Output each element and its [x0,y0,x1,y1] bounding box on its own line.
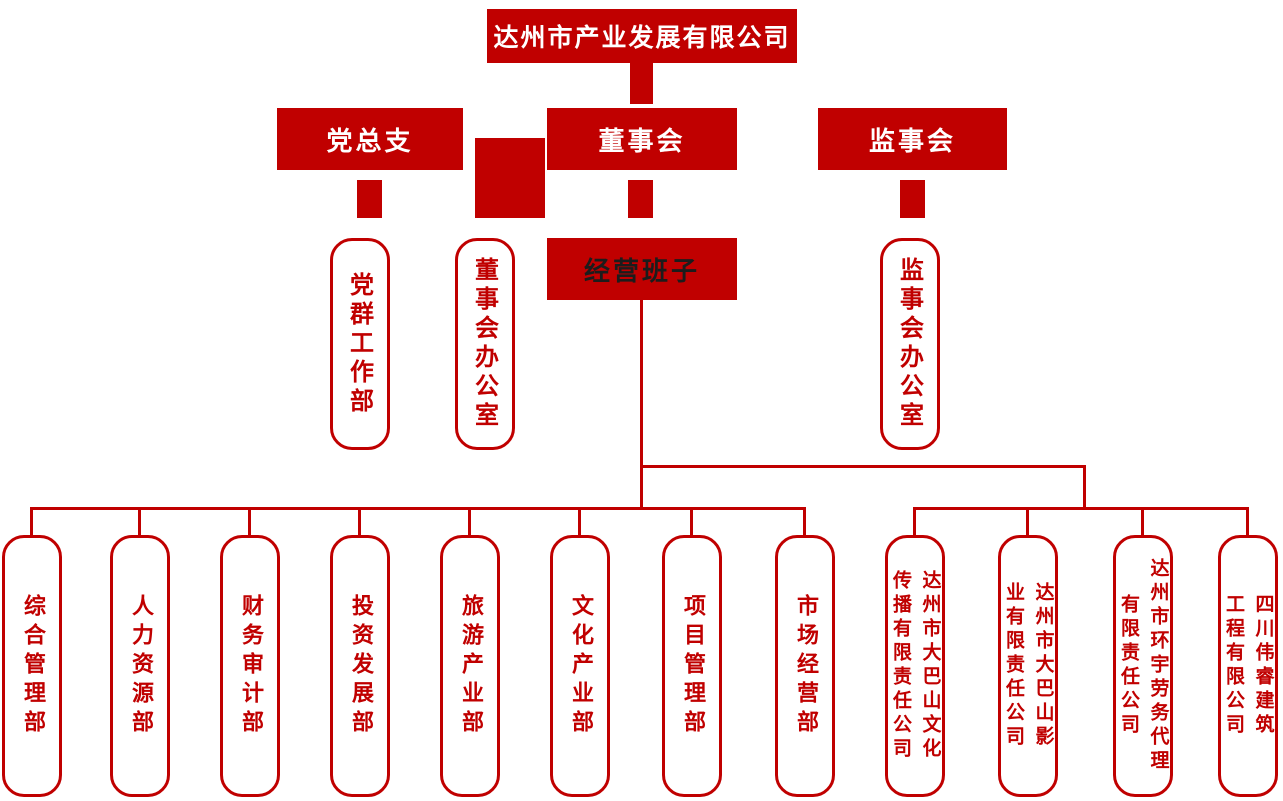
node-board: 董事会 [547,108,737,170]
node-subsidiary-bashan-culture: 达州市大巴山文化 传播有限责任公司 [885,535,945,797]
node-party-work-dept: 党群工作部 [330,238,390,450]
line-drop-dept-2 [138,507,141,535]
node-subsidiary-line-2: 传播有限责任公司 [890,570,912,762]
node-subsidiary-label: 达州市大巴山文化 传播有限责任公司 [886,570,945,762]
node-dept-label: 投资发展部 [348,593,373,739]
node-dept-label: 人力资源部 [128,593,153,739]
node-party-branch-label: 党总支 [326,126,414,157]
node-management-team: 经营班子 [547,238,737,300]
line-center-vertical [640,300,643,510]
node-subsidiary-label: 达州市大巴山影 业有限责任公司 [999,582,1058,750]
line-drop-dept-7 [690,507,693,535]
node-dept-market-operations: 市场经营部 [775,535,835,797]
line-drop-dept-3 [248,507,251,535]
line-drop-dept-1 [30,507,33,535]
node-subsidiary-line-1: 达州市大巴山影 [1032,582,1055,750]
node-dept-label: 项目管理部 [680,593,705,739]
node-subsidiary-bashan-film: 达州市大巴山影 业有限责任公司 [998,535,1058,797]
node-subsidiary-line-2: 有限责任公司 [1118,594,1140,738]
node-subsidiary-line-2: 业有限责任公司 [1003,582,1025,750]
node-dept-tourism-industry: 旅游产业部 [440,535,500,797]
line-drop-dept-8 [803,507,806,535]
node-subsidiary-label: 达州市环宇劳务代理 有限责任公司 [1114,558,1173,774]
line-right-branch-vertical [1083,465,1086,510]
node-dept-label: 综合管理部 [20,593,45,739]
connector-board-stub [628,180,653,218]
connector-board-office-block [475,138,545,218]
line-drop-sub-4 [1246,507,1249,535]
node-subsidiary-line-1: 四川伟睿建筑 [1252,594,1275,738]
line-departments-horizontal [30,507,806,510]
line-drop-dept-4 [358,507,361,535]
line-drop-sub-3 [1141,507,1144,535]
node-supervisory-office: 监事会办公室 [880,238,940,450]
connector-supervisors-stub [900,180,925,218]
node-subsidiary-line-1: 达州市大巴山文化 [919,570,942,762]
line-drop-sub-1 [913,507,916,535]
node-root-company-label: 达州市产业发展有限公司 [493,23,791,52]
connector-root-to-board [630,63,653,104]
node-dept-label: 文化产业部 [568,593,593,739]
node-board-office-label: 董事会办公室 [470,257,499,431]
node-subsidiary-line-2: 工程有限公司 [1223,594,1245,738]
node-subsidiary-label: 四川伟睿建筑 工程有限公司 [1219,594,1278,738]
node-party-branch: 党总支 [277,108,463,170]
node-root-company: 达州市产业发展有限公司 [487,9,797,63]
node-dept-label: 财务审计部 [238,593,263,739]
node-supervisory-office-label: 监事会办公室 [895,257,924,431]
line-drop-dept-5 [468,507,471,535]
node-dept-investment-development: 投资发展部 [330,535,390,797]
node-party-work-dept-label: 党群工作部 [345,271,374,417]
connector-party-stub [357,180,382,218]
line-drop-dept-6 [578,507,581,535]
node-board-label: 董事会 [598,126,686,157]
node-dept-culture-industry: 文化产业部 [550,535,610,797]
node-subsidiary-line-1: 达州市环宇劳务代理 [1147,558,1170,774]
node-dept-label: 旅游产业部 [458,593,483,739]
line-drop-sub-2 [1026,507,1029,535]
node-supervisory-board-label: 监事会 [868,126,956,157]
node-supervisory-board: 监事会 [818,108,1007,170]
line-subsidiaries-horizontal [913,507,1249,510]
node-subsidiary-weirui-construction: 四川伟睿建筑 工程有限公司 [1218,535,1278,797]
line-right-branch-horizontal [640,465,1086,468]
node-subsidiary-huanyu-labor: 达州市环宇劳务代理 有限责任公司 [1113,535,1173,797]
node-dept-human-resources: 人力资源部 [110,535,170,797]
node-dept-project-management: 项目管理部 [662,535,722,797]
node-board-office: 董事会办公室 [455,238,515,450]
node-dept-finance-audit: 财务审计部 [220,535,280,797]
node-dept-general-management: 综合管理部 [2,535,62,797]
node-management-team-label: 经营班子 [583,256,700,287]
node-dept-label: 市场经营部 [793,593,818,739]
